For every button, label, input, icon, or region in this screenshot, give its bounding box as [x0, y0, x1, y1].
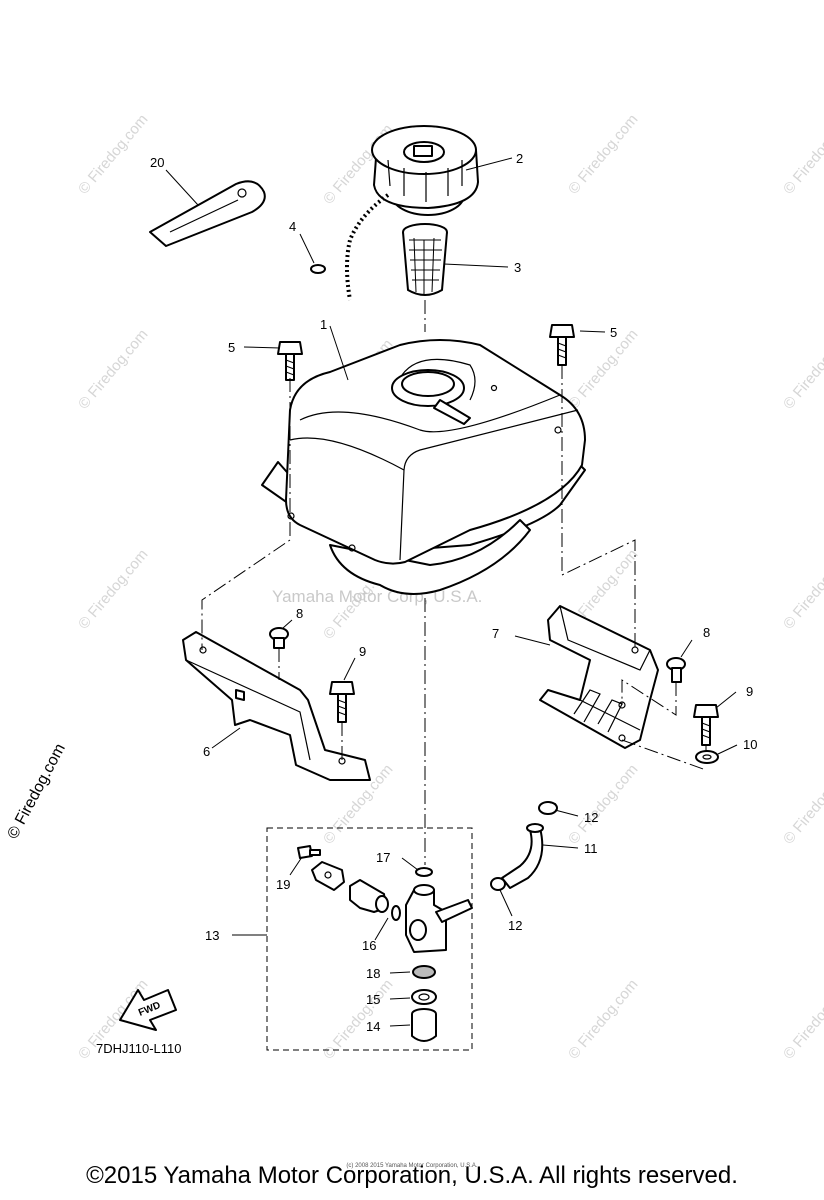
callout-3: 3 — [514, 260, 521, 275]
callout-10: 10 — [743, 737, 757, 752]
tiny-credit: (c) 2008 2015 Yamaha Motor Corporation, … — [346, 1163, 478, 1169]
part-20-label — [149, 180, 266, 247]
callout-8: 8 — [296, 606, 303, 621]
part-4-chain-clip — [310, 193, 390, 301]
alignment-lines — [201, 300, 707, 865]
callout-12: 12 — [584, 810, 598, 825]
part-11-fuel-hose — [501, 823, 544, 889]
watermark-dark: © Firedog.com — [5, 741, 69, 842]
part-3-strainer — [402, 223, 448, 296]
callout-17: 17 — [376, 850, 390, 865]
part-5-bolt-left — [277, 341, 303, 381]
part-17-o-ring — [415, 867, 433, 877]
callout-19: 19 — [276, 877, 290, 892]
watermark: © Firedog.com — [75, 111, 151, 197]
part-7-right-bracket — [539, 605, 659, 749]
part-8-grommet-left — [269, 627, 289, 649]
part-lever — [349, 879, 389, 913]
callout-8b: 8 — [703, 625, 710, 640]
fwd-arrow-icon: FWD — [119, 989, 177, 1031]
watermark: © Firedog.com — [75, 326, 151, 412]
watermark: © Firedog.com — [780, 546, 824, 632]
callout-20: 20 — [150, 155, 164, 170]
callout-9b: 9 — [746, 684, 753, 699]
watermark: © Firedog.com — [565, 111, 641, 197]
part-18-screen — [412, 965, 436, 979]
copyright-footer: ©2015 Yamaha Motor Corporation, U.S.A. A… — [86, 1162, 738, 1189]
part-9-bolt-right — [693, 704, 719, 746]
part-lever-plate — [311, 861, 345, 891]
callouts: 1 2 3 4 5 5 6 7 8 8 9 9 10 11 12 12 13 1… — [96, 151, 757, 1056]
watermark: © Firedog.com — [565, 326, 641, 412]
part-2-fuel-cap — [371, 125, 479, 216]
callout-15: 15 — [366, 992, 380, 1007]
callout-16: 16 — [362, 938, 376, 953]
callout-4: 4 — [289, 219, 296, 234]
callout-9: 9 — [359, 644, 366, 659]
part-10-washer — [695, 750, 719, 764]
watermark: © Firedog.com — [565, 976, 641, 1062]
part-1-fuel-tank — [261, 339, 586, 595]
part-12-clamp-top — [538, 801, 558, 815]
watermark: © Firedog.com — [75, 546, 151, 632]
watermark: © Firedog.com — [565, 761, 641, 847]
callout-12b: 12 — [508, 918, 522, 933]
leader-lines — [165, 157, 738, 1027]
callout-5: 5 — [228, 340, 235, 355]
callout-6: 6 — [203, 744, 210, 759]
watermark: © Firedog.com — [780, 976, 824, 1062]
callout-14: 14 — [366, 1019, 380, 1034]
part-fuel-cock — [405, 884, 473, 953]
part-6-left-bracket — [182, 631, 371, 781]
part-5-bolt-right — [549, 324, 575, 366]
part-16-o-ring — [391, 905, 401, 921]
callout-1: 1 — [320, 317, 327, 332]
part-9-bolt-left — [329, 681, 355, 723]
part-15-gasket — [411, 989, 437, 1005]
diagram-code: 7DHJ110-L110 — [96, 1041, 182, 1056]
callout-13: 13 — [205, 928, 219, 943]
callout-7: 7 — [492, 626, 499, 641]
watermark-center: Yamaha Motor Corp, U.S.A. — [272, 587, 482, 606]
callout-5b: 5 — [610, 325, 617, 340]
part-8-grommet-right — [666, 657, 686, 683]
callout-18: 18 — [366, 966, 380, 981]
part-19-screw — [297, 845, 321, 859]
watermark: © Firedog.com — [780, 326, 824, 412]
callout-2: 2 — [516, 151, 523, 166]
watermark: © Firedog.com — [780, 761, 824, 847]
part-14-sediment-cup — [411, 1008, 437, 1042]
part-12-clamp-bottom — [490, 877, 506, 891]
assembly-13-box — [266, 827, 473, 1051]
watermark: © Firedog.com — [780, 111, 824, 197]
callout-11: 11 — [584, 841, 598, 856]
